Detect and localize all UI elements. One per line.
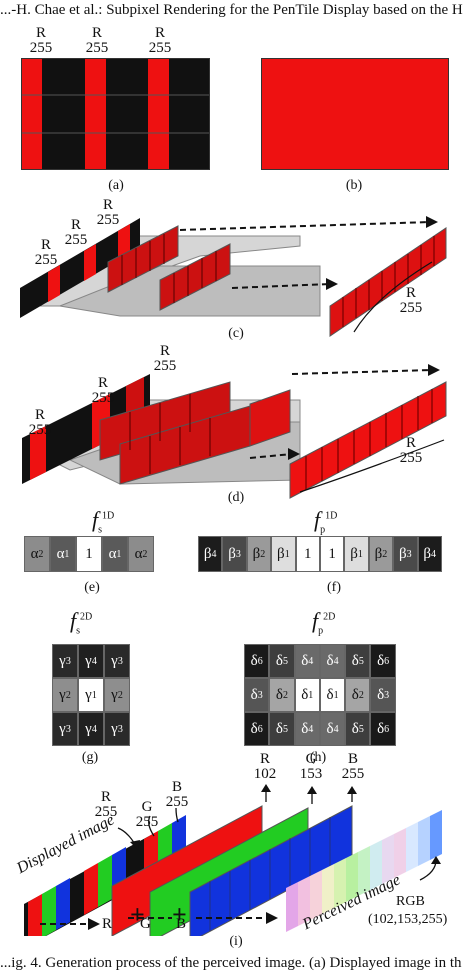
caption-i: (i) xyxy=(229,934,243,949)
label-i-b-bottom: B xyxy=(176,916,187,932)
figure-caption: ...ig. 4. Generation process of the perc… xyxy=(0,955,462,971)
filter-e-cell: 1 xyxy=(76,536,102,572)
caption-b: (b) xyxy=(345,178,363,193)
filter-f-cell: 1 xyxy=(319,536,345,572)
caption-a: (a) xyxy=(108,178,124,193)
panel-i-perceived-strip xyxy=(286,810,442,932)
caption-h: (h) xyxy=(309,750,327,765)
rgb-label: RGB xyxy=(396,894,425,909)
filter-f-title: fp1D xyxy=(314,507,338,536)
panel-d-diagram xyxy=(22,364,447,499)
filter-f-cell: 1 xyxy=(295,536,320,572)
plus-sign-2: + xyxy=(172,900,187,929)
filter-e-title: fs1D xyxy=(92,507,115,536)
caption-g: (g) xyxy=(81,750,99,765)
caption-e: (e) xyxy=(84,580,100,595)
label-i-r-bottom: R xyxy=(102,916,113,932)
label-i-g-bottom: G xyxy=(140,916,151,932)
caption-c: (c) xyxy=(228,326,244,341)
caption-f: (f) xyxy=(327,580,341,595)
filter-h-title: fp2D xyxy=(312,608,336,637)
filter-g-title: fs2D xyxy=(70,608,93,637)
panel-b-perceived-red xyxy=(261,58,449,170)
panel-i-diagram xyxy=(24,784,442,936)
plus-sign-1: + xyxy=(130,900,145,929)
page-header: ...-H. Chae et al.: Subpixel Rendering f… xyxy=(0,2,463,18)
rgb-value: (102,153,255) xyxy=(368,912,448,927)
panel-c-diagram xyxy=(20,216,447,337)
panel-a-displayed-image xyxy=(21,58,210,170)
caption-d: (d) xyxy=(227,490,245,505)
